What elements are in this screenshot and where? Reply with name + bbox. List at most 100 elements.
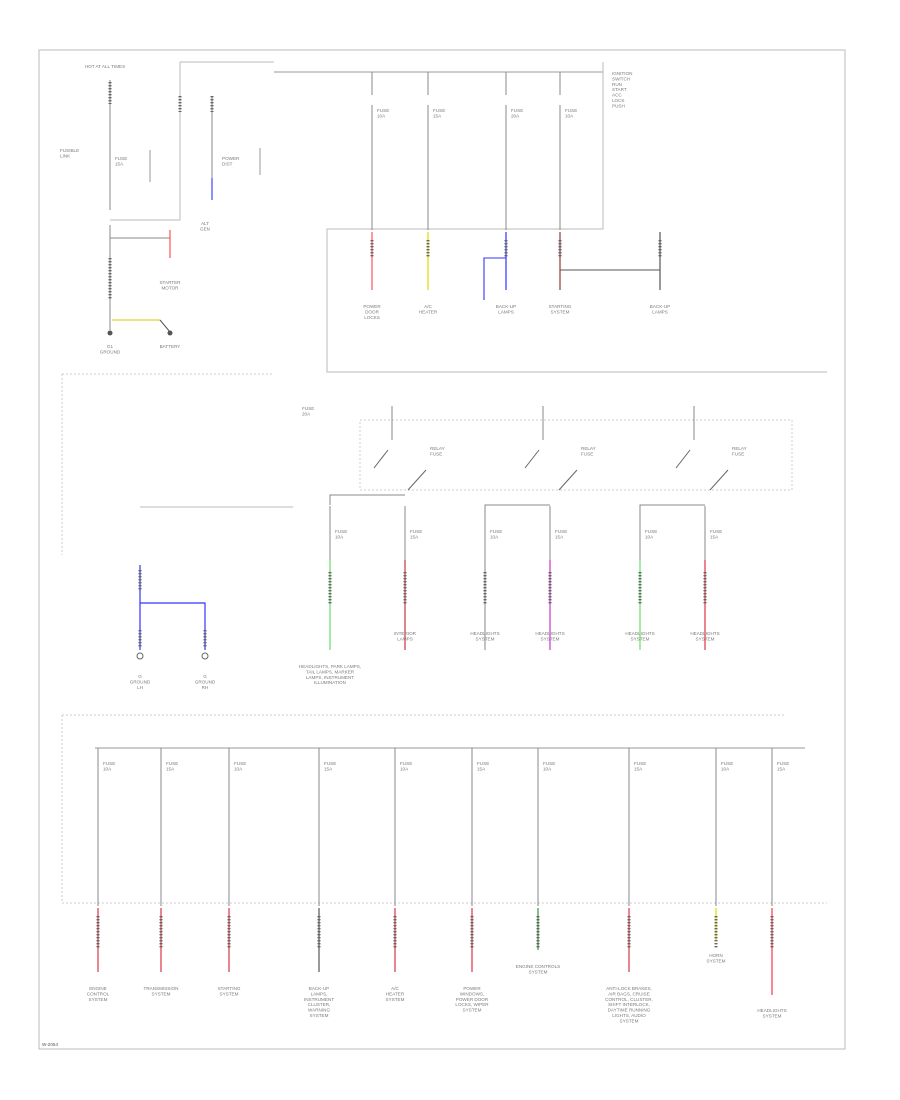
ground-icon [136,652,144,660]
mid-load-1: HEADLIGHTS, PARK LAMPS,TAIL LAMPS, MARKE… [299,560,361,685]
ground-symbol-1 [107,330,113,336]
source-label: HOT AT ALL TIMES [85,64,125,69]
diagram-frame [38,49,846,1050]
battery-label: BATTERY [160,344,181,349]
mid-load-label: HEADLIGHTS, PARK LAMPS,TAIL LAMPS, MARKE… [299,664,361,685]
ground-symbol-2 [167,330,173,336]
ground-icon [201,652,209,660]
